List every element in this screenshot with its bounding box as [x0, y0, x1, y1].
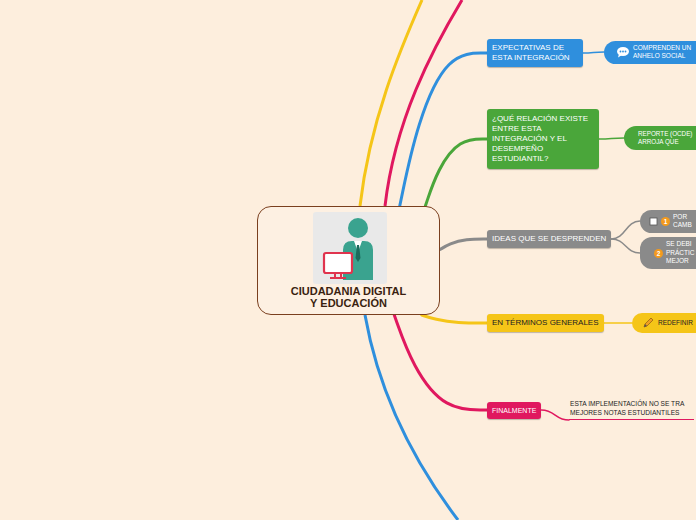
- topic-text: IDEAS QUE SE DESPRENDEN: [492, 234, 606, 244]
- topic-box: ¿QUÉ RELACIÓN EXISTE ENTRE ESTA INTEGRAC…: [487, 109, 599, 169]
- subtopic-pill: 2SE DEBI PRÁCTIC MEJOR: [640, 237, 696, 269]
- branch-connector: [394, 315, 487, 410]
- check-icon: [649, 217, 658, 226]
- bubble-icon: [616, 46, 630, 58]
- subtopic-pill: 1POR CAMB: [640, 210, 696, 233]
- topic-box: EN TÉRMINOS GENERALES: [487, 314, 604, 332]
- pencil-icon: [642, 317, 654, 329]
- branch-connector: [583, 52, 604, 53]
- central-title: CIUDADANIA DIGITAL Y EDUCACIÓN: [287, 285, 411, 309]
- callout-number: 2: [654, 249, 663, 258]
- topic-box: EXPECTATIVAS DE ESTA INTEGRACIÓN: [487, 39, 583, 67]
- subtopic-pill: REPORTE (OCDE) ARROJA QUE: [624, 126, 696, 151]
- central-topic: CIUDADANIA DIGITAL Y EDUCACIÓN: [257, 206, 440, 315]
- branch-line: [385, 0, 462, 206]
- branch-connector: [611, 221, 640, 239]
- subtopic-pill: COMPRENDEN UN ANHELO SOCIAL: [604, 41, 696, 64]
- topic-text: ¿QUÉ RELACIÓN EXISTE ENTRE ESTA INTEGRAC…: [492, 114, 594, 164]
- branch-connector: [599, 138, 624, 139]
- floating-note: ESTA IMPLEMENTACIÓN NO SE TRA MEJORES NO…: [569, 398, 694, 420]
- topic-text: COMPRENDEN UN ANHELO SOCIAL: [633, 44, 695, 61]
- topic-text: EXPECTATIVAS DE ESTA INTEGRACIÓN: [492, 43, 578, 63]
- topic-text: POR CAMB: [673, 213, 692, 230]
- branch-connector: [604, 322, 632, 324]
- branch-connector: [611, 239, 640, 253]
- callout-number: 1: [661, 217, 670, 226]
- branch-connector: [440, 239, 487, 250]
- topic-text: REDEFINIR: [658, 319, 693, 328]
- branch-connector: [400, 53, 487, 206]
- topic-text: SE DEBI PRÁCTIC MEJOR: [666, 240, 696, 266]
- topic-text: REPORTE (OCDE) ARROJA QUE: [638, 130, 694, 147]
- person-illustration: [313, 212, 387, 284]
- subtopic-pill: REDEFINIR: [632, 313, 696, 333]
- branch-connector: [541, 410, 569, 420]
- topic-box: FINALMENTE: [487, 402, 541, 419]
- topic-text: FINALMENTE: [492, 406, 536, 415]
- topic-text: EN TÉRMINOS GENERALES: [492, 318, 599, 328]
- branch-connector: [425, 139, 487, 206]
- topic-text: ESTA IMPLEMENTACIÓN NO SE TRA MEJORES NO…: [570, 400, 694, 417]
- topic-box: IDEAS QUE SE DESPRENDEN: [487, 230, 611, 248]
- branch-connector: [422, 315, 487, 323]
- branch-line: [365, 315, 458, 520]
